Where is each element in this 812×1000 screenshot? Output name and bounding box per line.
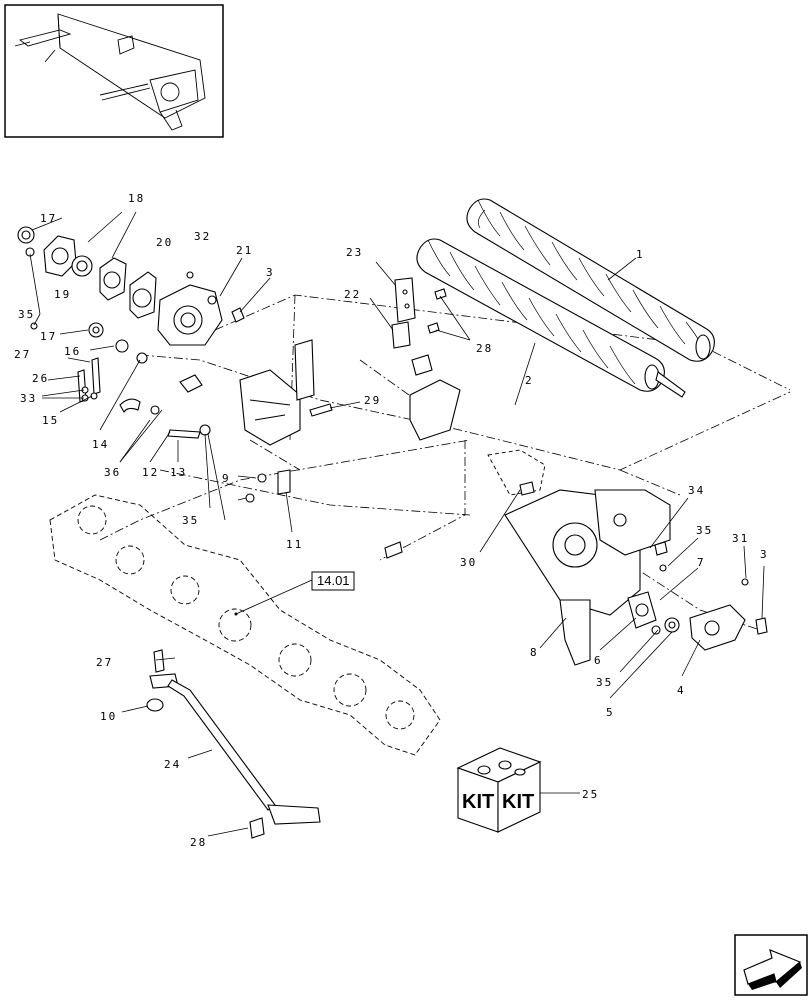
callout-8: 8 [530,646,539,659]
callout-30: 30 [460,556,477,569]
callout-20: 20 [156,236,173,249]
fastener-column [77,357,101,403]
callout-35-lower: 35 [596,676,613,689]
callout-35-right: 35 [696,524,713,537]
callout-28-bottom: 28 [190,836,207,849]
callout-11: 11 [286,538,303,551]
callout-21: 21 [236,244,253,257]
bearing-flange-assembly [17,226,245,364]
callout-18: 18 [128,192,145,205]
drive-frame-center [119,339,403,559]
callout-32: 32 [194,230,211,243]
callout-36: 36 [104,466,121,479]
overview-thumbnail-icon[interactable] [4,4,224,138]
reference-box[interactable]: 14.01 [311,571,355,591]
callout-17-top: 17 [40,212,57,225]
callout-9: 9 [222,472,231,485]
callout-15: 15 [42,414,59,427]
kit-label-right: KIT [502,791,534,813]
callout-34: 34 [688,484,705,497]
gearbox-chain-reference [49,494,441,756]
callout-31: 31 [732,532,749,545]
callout-33: 33 [20,392,37,405]
bracket-assembly [391,277,461,441]
next-page-arrow-icon[interactable] [734,934,808,996]
callout-3-left: 3 [266,266,275,279]
lever-arm [146,649,321,839]
right-gearbox-frame [487,449,768,666]
callout-2: 2 [525,374,534,387]
callout-13: 13 [170,466,187,479]
callout-7: 7 [697,556,706,569]
callout-23: 23 [346,246,363,259]
kit-label-left: KIT [462,791,494,813]
callout-4: 4 [677,684,686,697]
leader-lines [29,211,765,837]
callout-22: 22 [344,288,361,301]
callout-1: 1 [636,248,645,261]
spiral-roller-lower [416,238,686,398]
callout-35-left: 35 [18,308,35,321]
callout-5: 5 [606,706,615,719]
spiral-roller-upper [466,198,715,362]
callout-6: 6 [594,654,603,667]
callout-24: 24 [164,758,181,771]
callout-3-right: 3 [760,548,769,561]
kit-box: KIT KIT [456,747,542,833]
callout-10: 10 [100,710,117,723]
callout-numbers: 1 2 3 3 4 5 6 7 8 9 10 11 12 13 14 15 16… [14,192,769,849]
callout-12: 12 [142,466,159,479]
callout-17-mid: 17 [40,330,57,343]
callout-26: 26 [32,372,49,385]
callout-27-top: 27 [14,348,31,361]
callout-29: 29 [364,394,381,407]
callout-25: 25 [582,788,599,801]
callout-28-top: 28 [476,342,493,355]
callout-16: 16 [64,345,81,358]
callout-27-bottom: 27 [96,656,113,669]
reference-box-label: 14.01 [317,573,350,588]
callout-14: 14 [92,438,109,451]
callout-19: 19 [54,288,71,301]
callout-35-mid: 35 [182,514,199,527]
